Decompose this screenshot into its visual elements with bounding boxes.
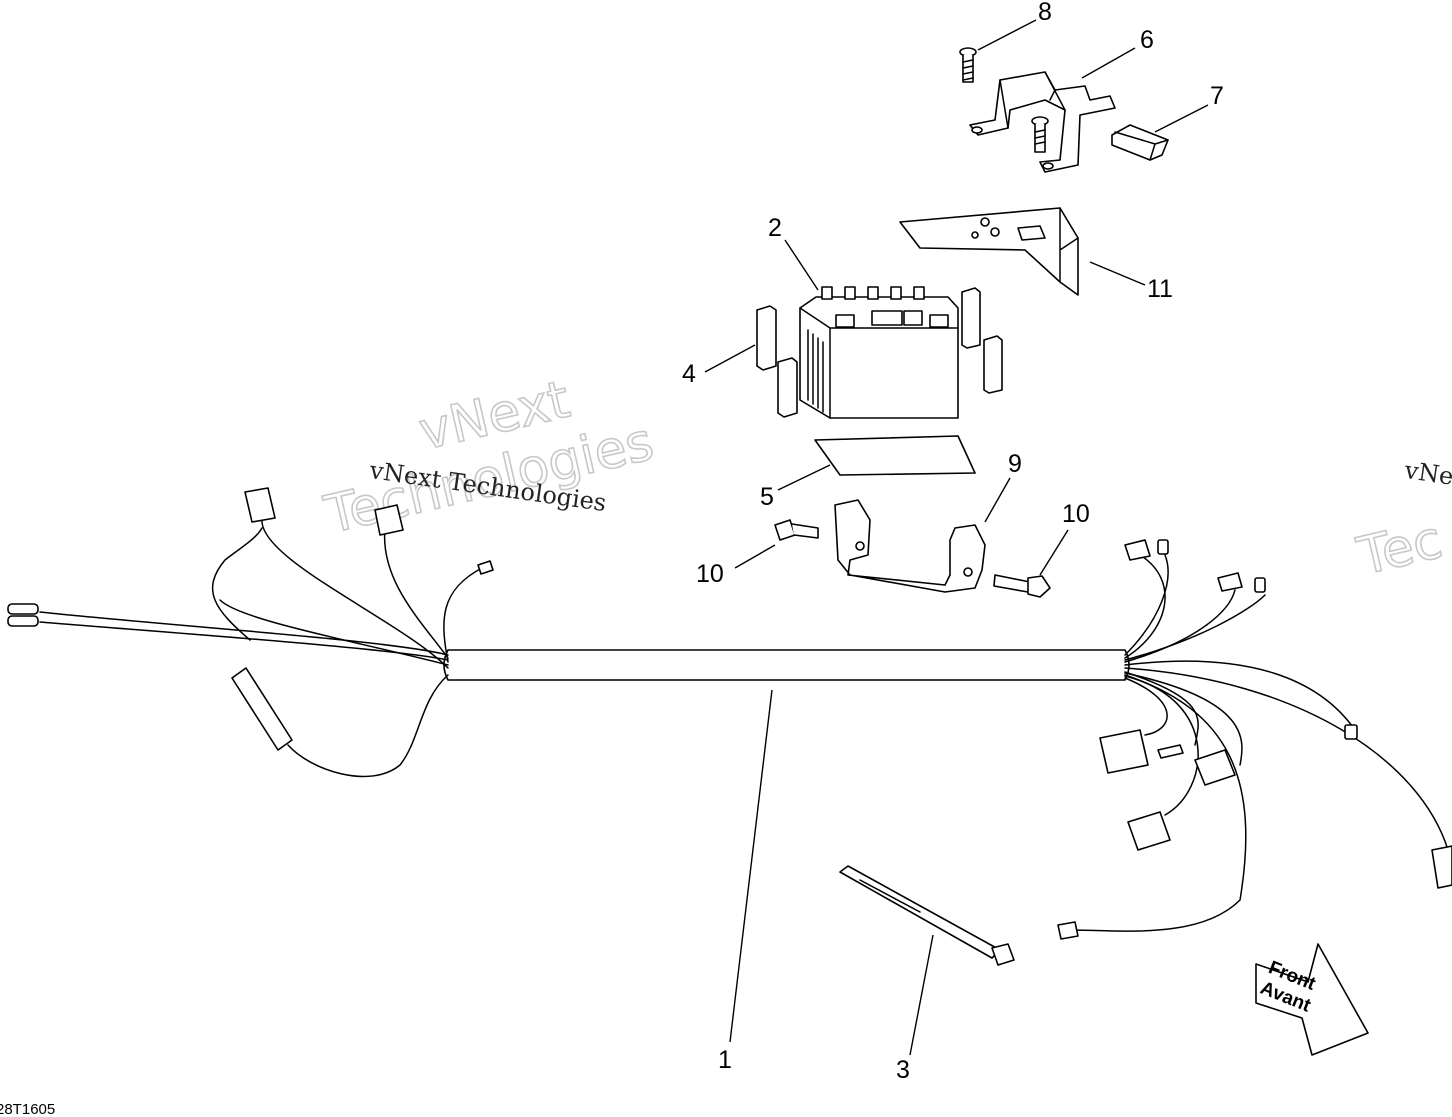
callout-numbers: 8 6 7 2 11 4 5 9 10 10 1 3 (682, 0, 1224, 1084)
callout-10-left: 10 (696, 560, 724, 588)
part-9-strap-bracket (834, 499, 986, 593)
battery-vent-caps (821, 286, 925, 300)
callout-8: 8 (1038, 0, 1052, 26)
front-arrow-icon: Front Avant (1255, 943, 1369, 1056)
part-8-screw (959, 47, 977, 83)
part-4-foam-blocks (756, 287, 1003, 418)
callout-11: 11 (1147, 275, 1173, 303)
part-10-bolt-left (774, 519, 819, 541)
part-5-battery-pad (814, 435, 976, 476)
part-1-wiring-harness (7, 487, 1452, 940)
callout-10-right: 10 (1062, 500, 1090, 528)
part-6-bracket (969, 71, 1116, 173)
callout-2: 2 (768, 214, 782, 242)
part-10-bolt-right (993, 574, 1051, 598)
callout-1: 1 (718, 1046, 732, 1074)
leader-lines (704, 19, 1209, 1056)
part-8-screw-second (1031, 116, 1049, 153)
watermark-right-outline: Tec (1352, 510, 1448, 587)
callout-7: 7 (1210, 82, 1224, 110)
callout-9: 9 (1008, 450, 1022, 478)
part-11-plate (899, 207, 1079, 296)
callout-6: 6 (1140, 26, 1154, 54)
drawing-code: 28T1605 (0, 1101, 55, 1117)
part-3-cable-tie (839, 865, 1015, 966)
part-7-pad (1111, 124, 1169, 161)
battery-icon (799, 286, 959, 419)
callout-3: 3 (896, 1056, 910, 1084)
callout-4: 4 (682, 360, 696, 388)
callout-5: 5 (760, 483, 774, 511)
watermark-right-serif: vNe (1402, 456, 1452, 491)
